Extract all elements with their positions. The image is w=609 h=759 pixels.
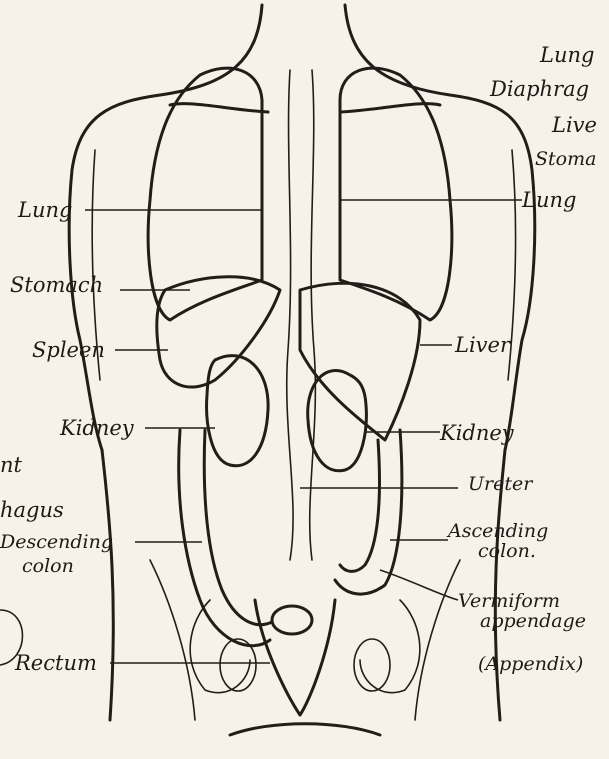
label-ureter: Ureter [468,473,534,495]
label-cut-nt: nt [0,453,23,477]
label-lung-right: Lung [521,188,576,212]
label-cut-hagus: hagus [0,498,64,522]
stomach [157,277,280,387]
label-top-liver: Live [551,113,597,137]
label-kidney-left: Kidney [59,416,135,440]
label-rectum: Rectum [14,651,97,675]
label-top-diaphragm: Diaphrag [489,77,589,101]
label-lung-left: Lung [17,198,72,222]
kidney-right [308,371,367,471]
pelvis [190,600,420,693]
body-outline [69,5,535,735]
kidney-left [207,356,269,466]
label-ascending-colon-2: colon. [478,540,536,562]
label-top-lung: Lung [539,43,594,67]
label-descending-colon-2: colon [22,555,74,577]
label-top-stomach: Stoma [535,148,596,170]
label-ascending-colon-1: Ascending [446,520,548,542]
label-descending-colon-1: Descending [0,531,113,553]
label-stomach: Stomach [10,273,103,297]
label-vermiform: Vermiform [458,590,560,612]
label-kidney-right: Kidney [439,421,515,445]
label-spleen: Spleen [32,338,105,362]
colon [179,430,402,715]
label-appendix: (Appendix) [478,653,583,675]
liver [300,283,420,440]
label-liver: Liver [454,333,512,357]
label-appendage: appendage [480,610,586,632]
